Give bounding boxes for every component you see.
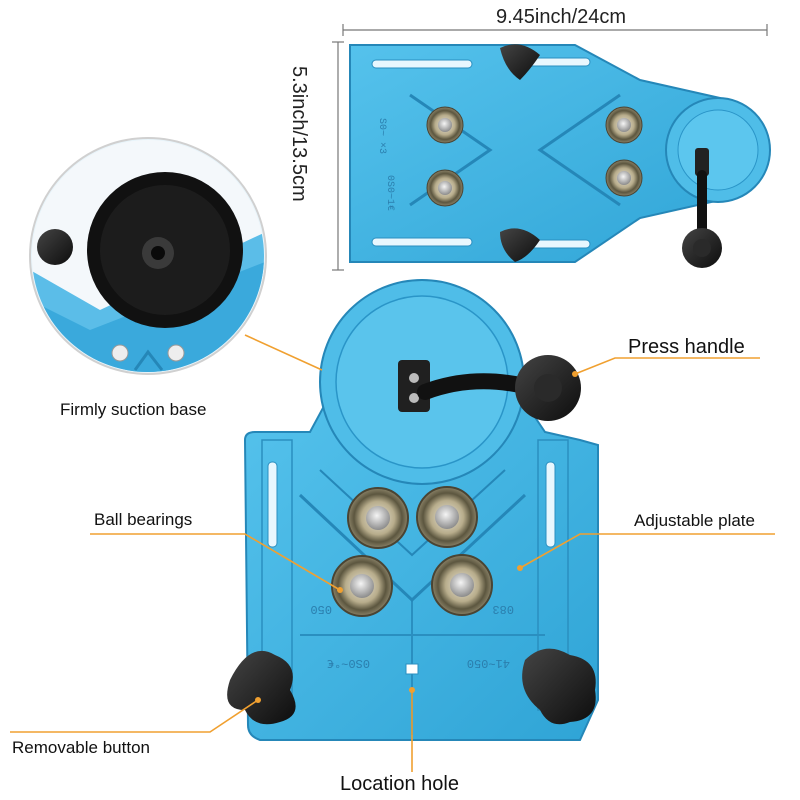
press-handle <box>398 355 581 421</box>
marking-bottom-left: 050 <box>310 602 332 616</box>
marking-top-left: S0~ ×3 <box>376 118 387 154</box>
callout-lines <box>10 334 775 772</box>
marking-bottom-r2: 083 <box>492 602 514 616</box>
label-location-hole: Location hole <box>340 773 459 795</box>
marking-top-right: 0S0~1€ <box>384 175 395 211</box>
width-dimension-line <box>342 24 768 36</box>
label-press-handle: Press handle <box>628 336 745 358</box>
width-dimension-label: 9.45inch/24cm <box>496 6 627 28</box>
top-bearing <box>426 106 643 207</box>
label-removable-button: Removable button <box>12 738 150 757</box>
marking-bottom-right: 41~050 <box>467 656 510 670</box>
suction-base-inset <box>29 137 267 375</box>
height-dimension-label: 5.3inch/13.5cm <box>288 66 310 202</box>
ball-bearings <box>331 486 493 617</box>
top-tool-view: S0~ ×3 0S0~1€ <box>349 44 771 268</box>
callout-dots <box>255 371 578 703</box>
main-tool-view: 050 0S0~°€ 41~050 083 <box>227 279 599 741</box>
label-suction-base: Firmly suction base <box>60 400 207 419</box>
label-ball-bearings: Ball bearings <box>94 510 193 529</box>
height-dimension-line <box>332 41 344 271</box>
label-adjustable-plate: Adjustable plate <box>634 511 755 530</box>
marking-bottom-mid: 0S0~°€ <box>327 656 370 670</box>
removable-buttons <box>227 648 596 725</box>
